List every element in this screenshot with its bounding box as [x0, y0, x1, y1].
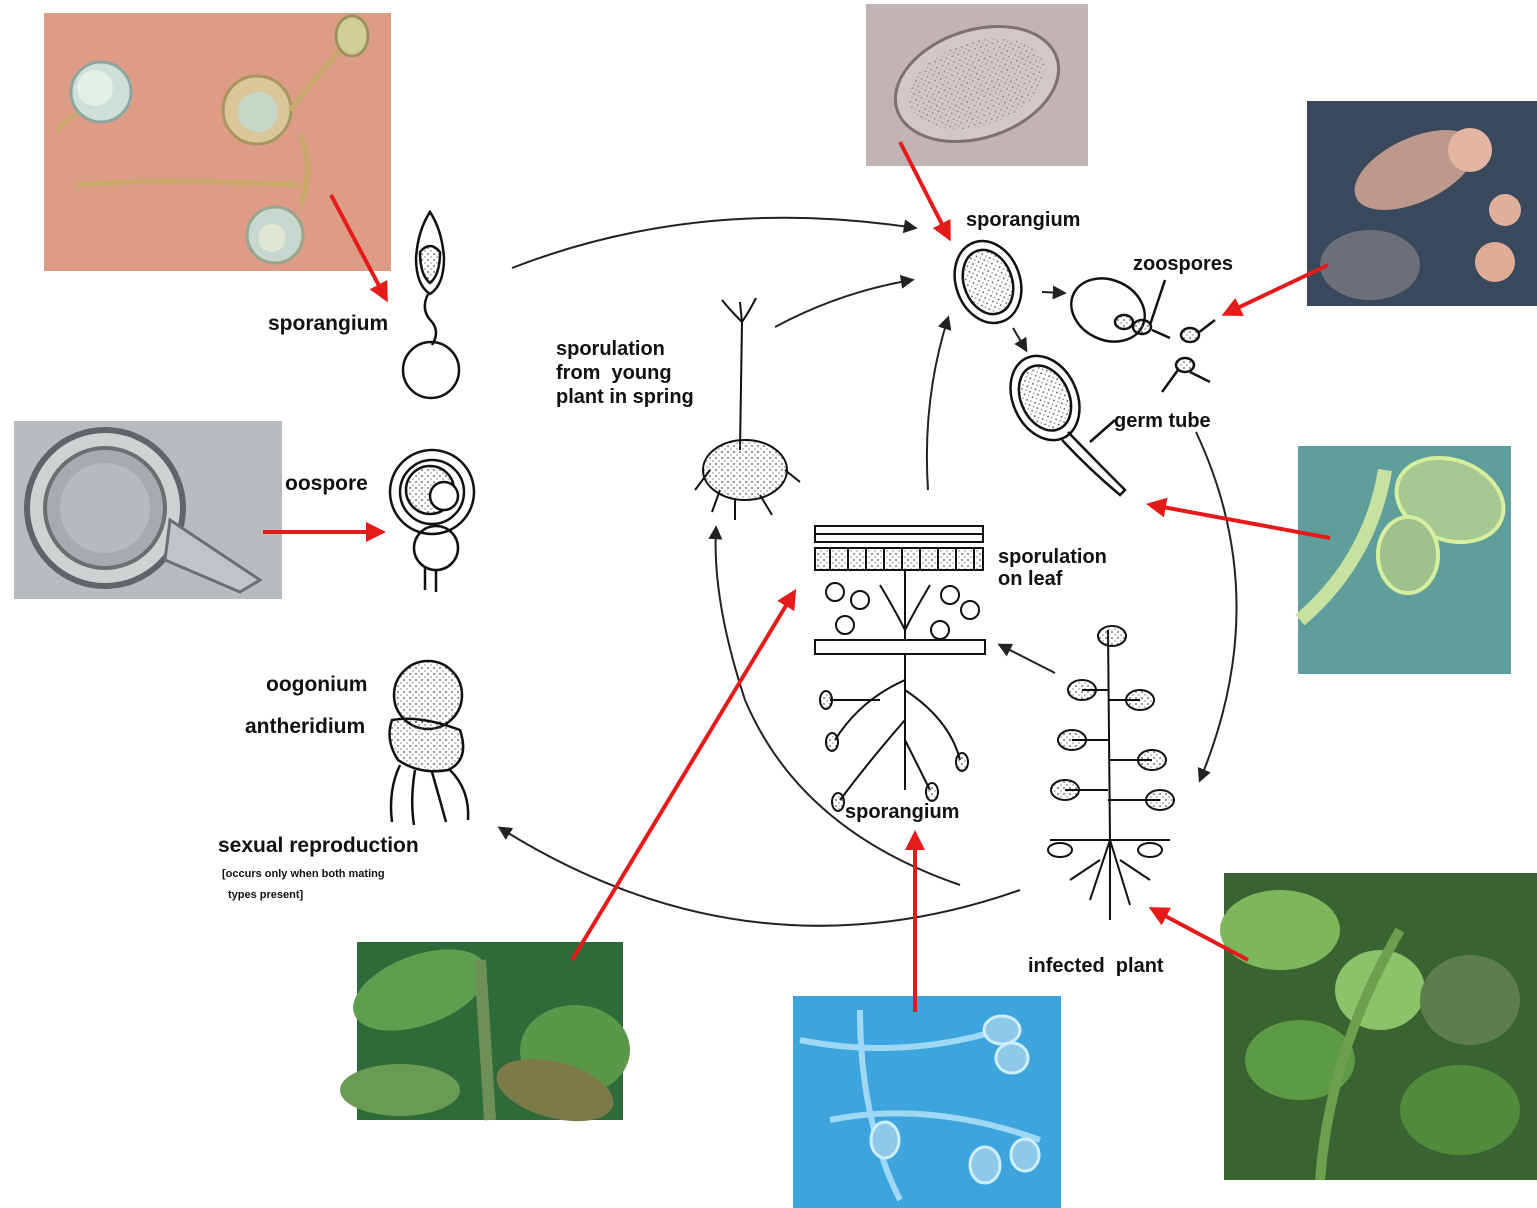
- young-plant-line-art: [695, 298, 800, 520]
- label-antheridium: antheridium: [245, 715, 365, 739]
- photo-sporangiophores: [793, 996, 1061, 1208]
- photo-infected-leaves: [340, 933, 630, 1132]
- infected-plant-line-art: [1048, 626, 1174, 920]
- label-oogonium: oogonium: [266, 673, 367, 697]
- leaf-section-line-art: [815, 526, 985, 811]
- label-sporangium-center: sporangium: [845, 800, 959, 824]
- photo-infected-plant: [1220, 873, 1537, 1180]
- label-germ-tube: germ tube: [1114, 409, 1211, 433]
- germ-tube-line-art: [997, 345, 1125, 495]
- label-sporangium-top: sporangium: [966, 208, 1080, 232]
- sporangium-line-art: [403, 212, 459, 398]
- photo-oospore: [14, 421, 282, 599]
- oogonium-line-art: [390, 661, 469, 825]
- photo-germinating-sporangium: [1298, 444, 1515, 674]
- oospore-line-art: [390, 450, 474, 592]
- label-sexual-note-line2: types present]: [228, 885, 303, 905]
- label-sporulation-spring-2: from young: [556, 361, 672, 385]
- label-sporulation-spring-1: sporulation: [556, 337, 665, 361]
- photo-sporangia-on-hyphae: [44, 13, 391, 271]
- label-zoospores: zoospores: [1133, 252, 1233, 276]
- label-oospore: oospore: [285, 472, 368, 496]
- label-sporulation-leaf-1: sporulation: [998, 545, 1107, 569]
- label-sporulation-spring-3: plant in spring: [556, 385, 694, 409]
- photo-zoospores: [1307, 101, 1537, 306]
- label-sexual-reproduction: sexual reproduction: [218, 834, 419, 858]
- label-sexual-note-line1: [occurs only when both mating: [222, 864, 385, 884]
- photo-sporangium-close: [866, 4, 1088, 166]
- label-sporangium-left: sporangium: [268, 312, 388, 336]
- label-sporulation-leaf-2: on leaf: [998, 567, 1062, 591]
- label-infected-plant: infected plant: [1028, 954, 1164, 978]
